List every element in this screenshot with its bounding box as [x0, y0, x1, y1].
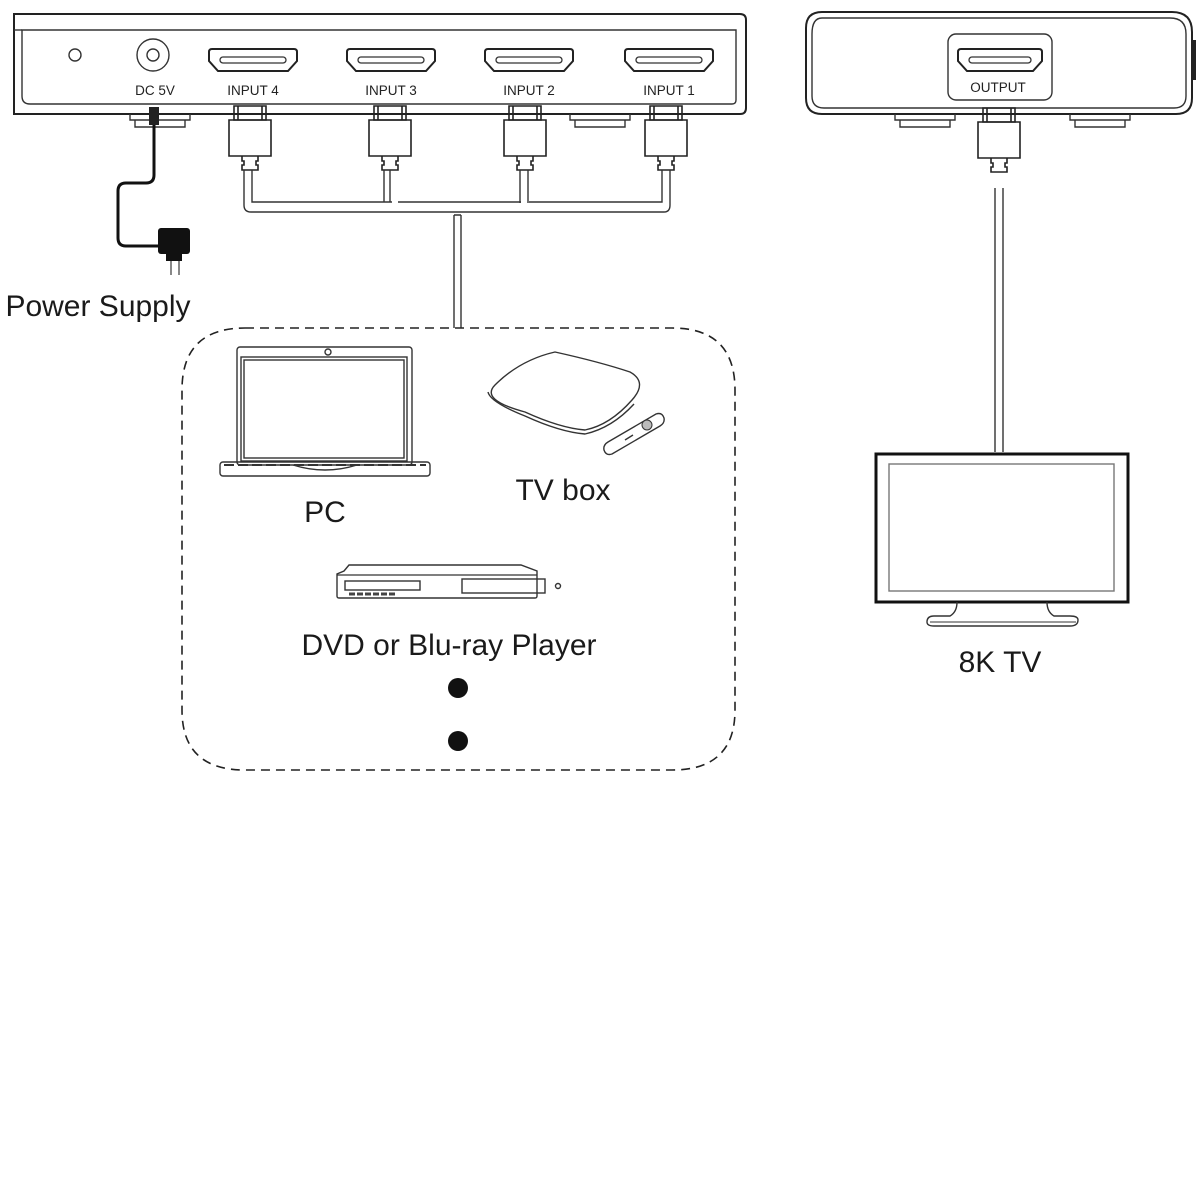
- output-port-label: OUTPUT: [970, 80, 1026, 95]
- hdmi-port-input-3: [346, 48, 436, 72]
- power-port-label: DC 5V: [135, 83, 175, 98]
- led-indicator-icon: [68, 48, 82, 62]
- switch-foot-left: [129, 114, 191, 128]
- pc-label: PC: [304, 496, 346, 529]
- tv-label: 8K TV: [959, 646, 1042, 679]
- remote-control-icon: [603, 412, 665, 456]
- switch-device-output-side: OUTPUT: [805, 11, 1196, 128]
- hdmi-plug-input-3: [368, 105, 412, 171]
- dvd-player-icon: [336, 564, 562, 599]
- hdmi-port-input-4: [208, 48, 298, 72]
- tv-icon: [874, 452, 1130, 627]
- source-devices-group: [181, 327, 736, 771]
- switch-device-input-side: DC 5V INPUT 4 INPUT 3 INPUT 2 INPUT 1: [13, 13, 747, 128]
- more-sources-dot-2: [448, 731, 468, 751]
- dvd-player-label: DVD or Blu-ray Player: [301, 629, 596, 662]
- hdmi-port-output: [957, 48, 1043, 72]
- input-4-label: INPUT 4: [227, 83, 279, 98]
- input-1-label: INPUT 1: [643, 83, 695, 98]
- dc-power-jack: [136, 38, 170, 72]
- tv-box-label: TV box: [515, 474, 610, 507]
- hdmi-port-input-1: [624, 48, 714, 72]
- output-cable: [994, 188, 1004, 452]
- hdmi-port-input-2: [484, 48, 574, 72]
- switch-foot-right: [569, 114, 631, 128]
- output-port-frame: [947, 33, 1053, 101]
- input-cable-harness: [243, 170, 671, 328]
- hdmi-plug-input-4: [228, 105, 272, 171]
- tv-box-icon: [487, 351, 665, 456]
- hdmi-plug-output: [977, 107, 1021, 173]
- pc-laptop-icon: [219, 346, 431, 477]
- more-sources-dot-1: [448, 678, 468, 698]
- input-2-label: INPUT 2: [503, 83, 555, 98]
- power-adapter: [116, 107, 190, 275]
- input-3-label: INPUT 3: [365, 83, 417, 98]
- hdmi-plug-input-1: [644, 105, 688, 171]
- hdmi-plug-input-2: [503, 105, 547, 171]
- power-supply-label: Power Supply: [5, 290, 190, 323]
- power-adapter-icon: [158, 228, 190, 254]
